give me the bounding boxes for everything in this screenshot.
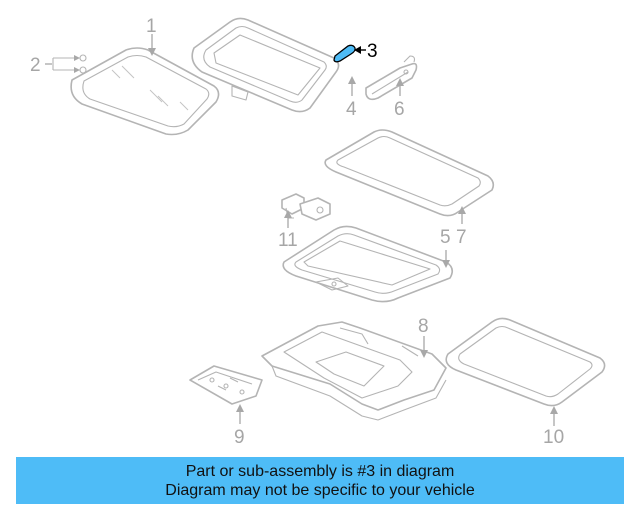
callout-10: 10 xyxy=(543,427,564,448)
part-7-seal xyxy=(324,129,495,217)
callout-8: 8 xyxy=(418,316,429,337)
part-10-gasket xyxy=(445,317,606,407)
callout-3: 3 xyxy=(367,41,378,62)
part-8-tray xyxy=(261,321,447,421)
part-5-housing-frame xyxy=(282,225,454,303)
callout-2: 2 xyxy=(30,55,41,76)
part-11-actuator xyxy=(281,193,331,221)
part-9-plate xyxy=(189,365,263,405)
part-2-bolts xyxy=(45,54,87,74)
callout-5: 5 xyxy=(440,227,451,248)
callout-labels: 1 2 3 4 6 5 7 11 8 9 10 xyxy=(30,16,564,448)
banner-line-1: Part or sub-assembly is #3 in diagram xyxy=(185,462,455,480)
part-3-clip-highlighted xyxy=(333,44,366,63)
callout-6: 6 xyxy=(394,99,405,120)
callout-9: 9 xyxy=(234,427,245,448)
part-1-glass-panel xyxy=(70,47,220,136)
part-6-bracket xyxy=(365,55,418,101)
callout-4: 4 xyxy=(346,99,357,120)
part-4-frame xyxy=(191,17,340,113)
leader-lines xyxy=(148,34,558,426)
callout-1: 1 xyxy=(146,16,157,37)
info-banner: Part or sub-assembly is #3 in diagram Di… xyxy=(16,457,624,504)
callout-7: 7 xyxy=(456,227,467,248)
callout-11: 11 xyxy=(278,230,298,251)
banner-line-2: Diagram may not be specific to your vehi… xyxy=(165,481,475,499)
